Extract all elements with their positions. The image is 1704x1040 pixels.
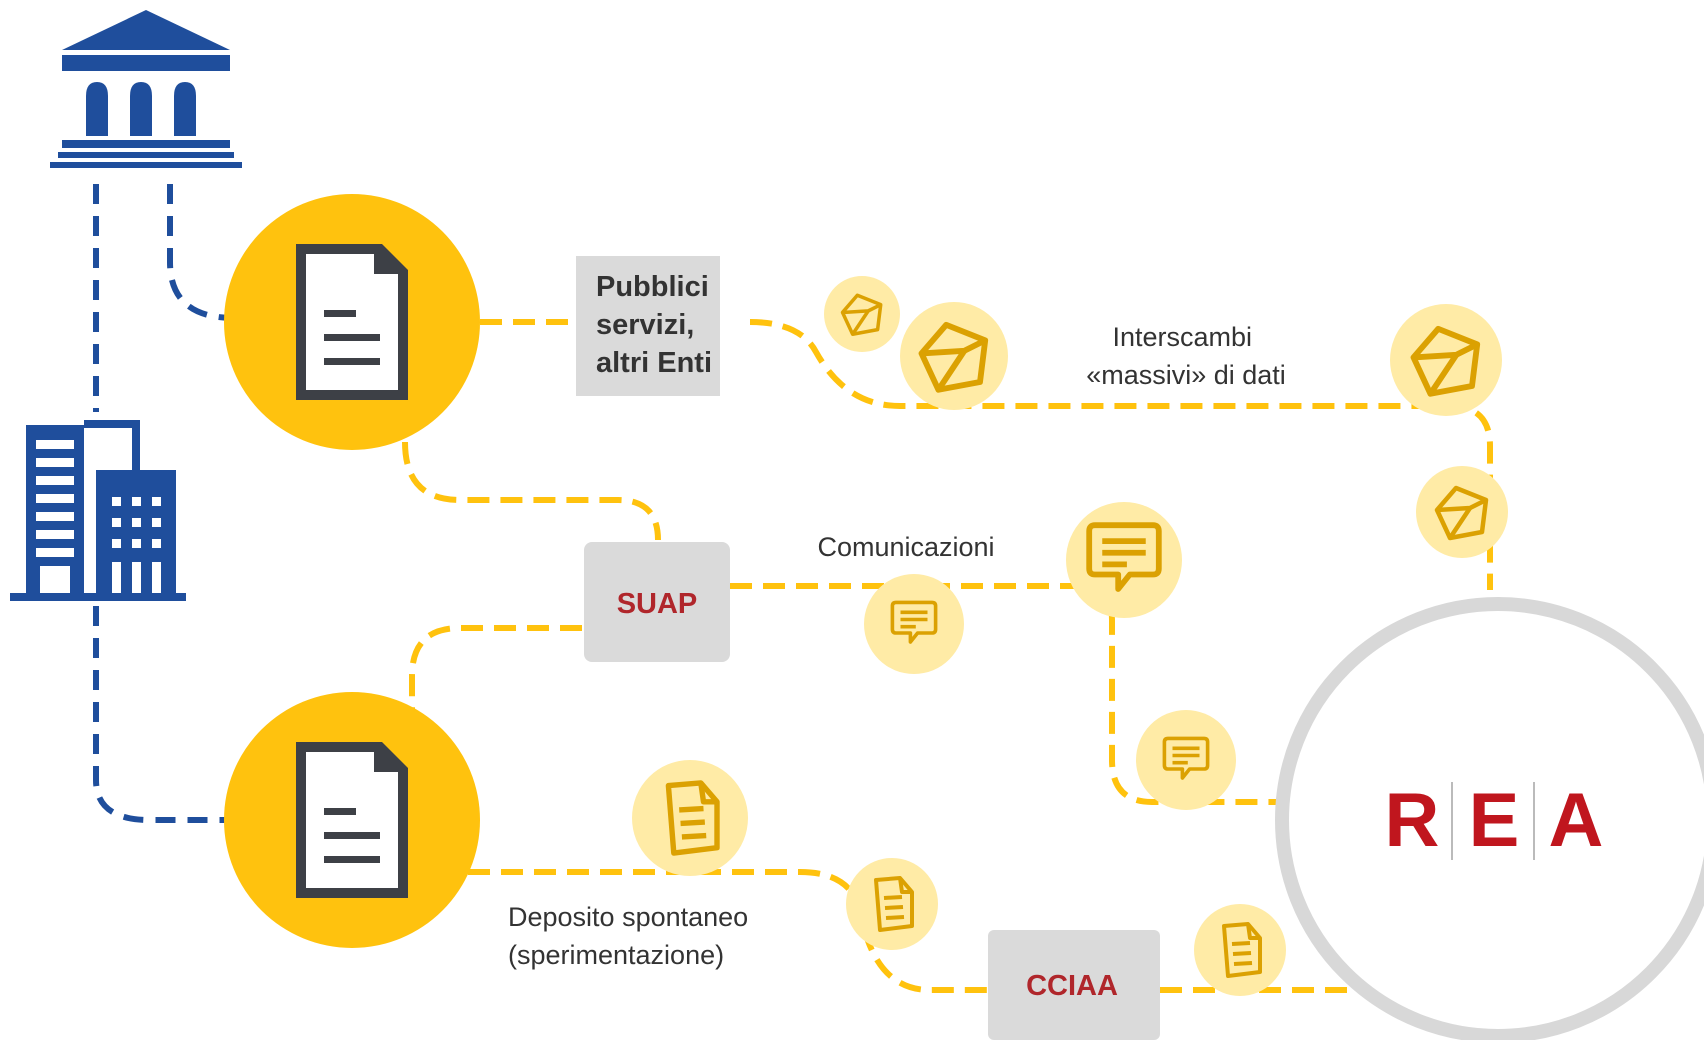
- rea-logo: R E A: [1385, 778, 1604, 863]
- package-marker: [1390, 304, 1502, 416]
- deposit-label-line-1: Deposito spontaneo: [508, 902, 748, 932]
- document-icon: [296, 742, 408, 898]
- message-marker: [1136, 710, 1236, 810]
- package-marker: [824, 276, 900, 352]
- document-node-bottom: [224, 692, 480, 948]
- rea-letter-r: R: [1385, 778, 1440, 863]
- document-node-top: [224, 194, 480, 450]
- svg-text:Pubblici servizi,: Pubblici servizi, altri Enti: [596, 271, 717, 379]
- massive-label-line-2: «massivi» di dati: [1086, 360, 1286, 390]
- massive-label-line-1: Interscambi: [1112, 322, 1252, 352]
- package-marker: [1416, 466, 1508, 558]
- form-marker: [632, 760, 748, 876]
- government-building-icon: [50, 10, 242, 168]
- rea-letter-a: A: [1549, 778, 1604, 863]
- massive-exchange-label: Interscambi «massivi» di dati: [1086, 322, 1286, 390]
- connector-doc-suap: [402, 441, 661, 541]
- public-services-line-2: servizi,: [596, 309, 694, 341]
- rea-letter-e: E: [1469, 778, 1520, 863]
- form-marker: [846, 858, 938, 950]
- connector-suap-doc: [409, 625, 582, 712]
- connector-company-doc-bottom: [93, 606, 234, 823]
- cciaa-node: CCIAA: [988, 930, 1160, 1040]
- suap-label: SUAP: [617, 588, 698, 620]
- message-marker: [1066, 502, 1182, 618]
- public-services-node: Pubblici servizi, altri Enti: [576, 256, 720, 396]
- communications-label: Comunicazioni: [817, 532, 994, 562]
- cciaa-label: CCIAA: [1026, 970, 1118, 1002]
- form-marker: [1194, 904, 1286, 996]
- document-icon: [296, 244, 408, 400]
- public-services-line-1: Pubblici: [596, 271, 709, 303]
- flow-icons: [632, 276, 1508, 996]
- suap-node: SUAP: [584, 542, 730, 662]
- deposit-label: Deposito spontaneo (sperimentazione): [508, 902, 756, 970]
- public-services-line-3: altri Enti: [596, 347, 712, 379]
- connector-institution-doc-top: [167, 184, 235, 321]
- deposit-label-line-2: (sperimentazione): [508, 940, 724, 970]
- navy-connectors: [93, 184, 235, 823]
- office-building-icon: [10, 420, 186, 601]
- connector-public-rea: [749, 319, 1493, 590]
- message-marker: [864, 574, 964, 674]
- package-marker: [900, 302, 1008, 410]
- rea-node: R E A: [1275, 597, 1704, 1040]
